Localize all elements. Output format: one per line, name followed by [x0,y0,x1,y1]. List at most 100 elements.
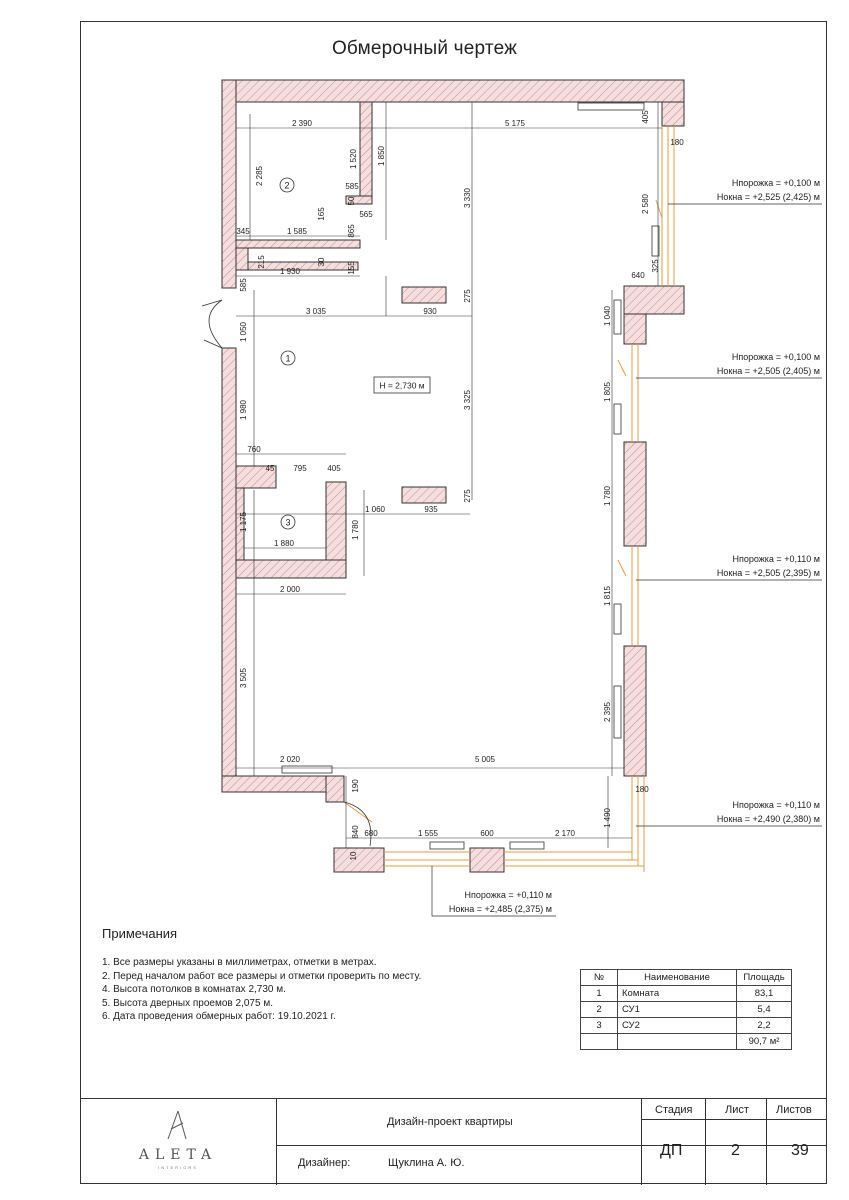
dim-795: 795 [293,464,307,473]
walls [221,79,685,873]
dim-1060: 1 060 [365,505,386,514]
dim-1555: 1 555 [418,829,439,838]
dim-1980: 1 980 [239,399,248,420]
window-level-5: Нокна = +2,485 (2,375) м [449,904,552,914]
dim-1780a: 1 780 [603,485,612,506]
dim-1815: 1 815 [603,585,612,606]
window-level-4: Нокна = +2,490 (2,380) м [717,814,820,824]
dim-2580: 2 580 [641,193,650,214]
window-level-1: Нокна = +2,525 (2,425) м [717,192,820,202]
dim-3035: 3 035 [306,307,327,316]
threshold-level-3: Нпорожка = +0,110 м [732,554,820,564]
dim-2170: 2 170 [555,829,576,838]
radiators [281,102,660,850]
note-item: 6. Дата проведения обмерных работ: 19.10… [102,1011,336,1022]
column-1 [401,286,447,304]
dim-180b: 180 [635,785,649,794]
doors [201,299,372,847]
title-block: ALETA INTERIORS Дизайн-проект квартиры Д… [80,1098,827,1185]
level-annotations: Нпорожка = +0,100 м Нокна = +2,525 (2,42… [449,178,820,914]
dim-405m: 405 [327,464,341,473]
wall-left-lower [221,347,237,793]
dim-2020: 2 020 [280,755,301,764]
dim-600: 600 [480,829,494,838]
dim-1175: 1 175 [239,511,248,532]
dim-1585: 1 585 [287,227,308,236]
room-marker-2 [279,177,295,193]
threshold-level-4: Нпорожка = +0,110 м [732,800,820,810]
dim-3330: 3 330 [463,187,472,208]
cell-number: 3 [580,1017,618,1034]
dim-2390: 2 390 [292,119,313,128]
window-frames [343,126,675,872]
room-markers [279,177,296,530]
dim-760: 760 [247,445,261,454]
stage-value: ДП [660,1142,683,1159]
wall-pier-2 [623,441,647,547]
dim-1805: 1 805 [603,381,612,402]
cell-number: 2 [580,1001,618,1018]
column-2 [401,486,447,504]
dimension-labels-h: 2 390 5 175 585 565 345 1 585 1 930 640 … [236,119,684,838]
cell-area: 5,4 [736,1001,792,1018]
dim-585b: 585 [239,278,248,292]
sheets-label: Листов [776,1104,812,1116]
threshold-level-2: Нпорожка = +0,100 м [732,352,820,362]
dim-325: 325 [651,259,660,273]
notes-list: 1. Все размеры указаны в миллиметрах, от… [102,956,421,1024]
table-row: 2 СУ1 5,4 [580,1001,792,1018]
stage-label: Стадия [655,1104,693,1116]
dim-1050: 1 050 [239,321,248,342]
dim-5175: 5 175 [505,119,526,128]
wall-bottom-pier-mid [469,847,505,873]
wall-pier-1b [623,313,647,345]
designer-name: Щуклина А. Ю. [388,1157,465,1169]
note-item: 2. Перед началом работ все размеры и отм… [102,970,422,982]
dim-1490: 1 490 [603,807,612,828]
dim-1040: 1 040 [603,305,612,326]
dim-1880: 1 880 [274,539,295,548]
room-number-3: 3 [285,518,290,528]
wall-su1-right [359,101,373,203]
dim-585a: 585 [345,182,359,191]
cell-name: Комната [617,985,737,1002]
wall-topright-cap [661,101,685,127]
wall-bottom-pier-left [333,847,385,873]
drawing-title: Обмерочный чертеж [331,38,518,59]
logo-text: ALETA [138,1147,218,1163]
total-area: 90,7 м² [736,1033,792,1050]
room-number-2: 2 [284,181,289,191]
dimension-labels-v: 405 2 285 1 520 1 850 50 165 865 3 330 2… [239,110,660,861]
dim-2395: 2 395 [603,701,612,722]
dim-3505: 3 505 [239,667,248,688]
dim-2285: 2 285 [255,165,264,186]
wall-pier-1 [623,285,685,315]
dim-565: 565 [359,210,373,219]
dimension-lines [236,102,662,848]
wall-su1-bottom-a [235,239,361,249]
logo: ALETA INTERIORS [80,1099,276,1185]
dim-2000: 2 000 [280,585,301,594]
dim-865: 865 [347,224,356,238]
sheet-frame [80,21,827,1184]
dim-1850: 1 850 [377,145,386,166]
note-item: 5. Высота дверных проемов 2,075 м. [102,997,273,1009]
ceiling-height-box [373,376,431,394]
sheets-count: 39 [791,1142,809,1159]
cell-area: 2,2 [736,1017,792,1034]
wall-su2-top-left [235,465,277,489]
designer-label: Дизайнер: [298,1157,351,1169]
window-level-2: Нокна = +2,505 (2,405) м [717,366,820,376]
threshold-level-1: Нпорожка = +0,100 м [732,178,820,188]
dim-930: 930 [423,307,437,316]
dim-5005: 5 005 [475,755,496,764]
ceiling-height-label: H = 2,730 м [379,381,424,391]
threshold-level-5: Нпорожка = +0,110 м [464,890,552,900]
logo-subtext: INTERIORS [158,1165,198,1170]
wall-su2-left [235,487,245,561]
note-item: 1. Все размеры указаны в миллиметрах, от… [102,957,377,968]
area-table-header: № Наименование Площадь [580,969,792,986]
wall-bottom-notch [325,775,345,803]
logo-mark-icon [167,1110,187,1140]
cell-area: 83,1 [736,985,792,1002]
